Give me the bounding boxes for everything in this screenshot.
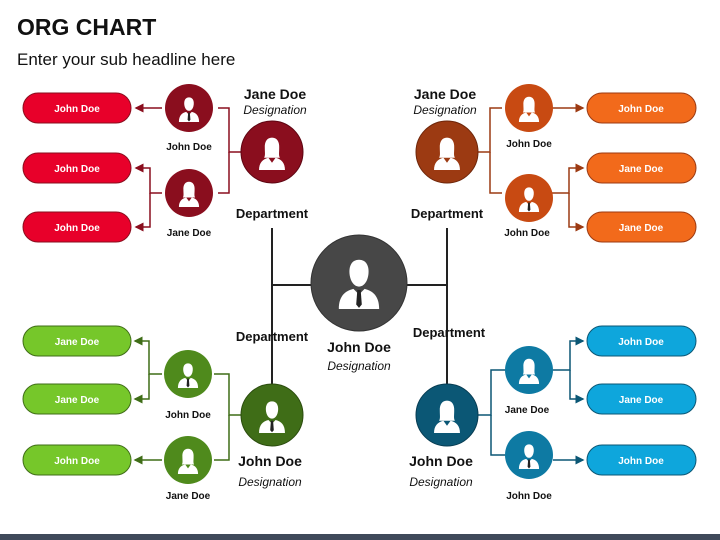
sub-name: Jane Doe	[167, 228, 212, 239]
pill-bottom-right-1	[586, 325, 697, 357]
manager-name: Jane Doe	[244, 86, 306, 102]
pill-label: Jane Doe	[619, 164, 664, 175]
manager-name: John Doe	[409, 453, 473, 469]
pill-label: John Doe	[618, 337, 664, 348]
page-title: ORG CHART	[17, 14, 157, 40]
manager-name: John Doe	[238, 453, 302, 469]
center-designation: Designation	[327, 359, 391, 373]
pill-top-left-2	[22, 152, 132, 184]
pill-label: John Doe	[54, 104, 100, 115]
pill-top-right-3	[586, 211, 697, 243]
sub-name: John Doe	[165, 410, 211, 421]
sub-name: Jane Doe	[505, 405, 550, 416]
pill-top-right-2	[586, 152, 697, 184]
pill-bottom-left-3	[22, 444, 132, 476]
sub-name: John Doe	[506, 491, 552, 502]
sub-name: Jane Doe	[166, 491, 211, 502]
bottom-bar	[0, 534, 720, 540]
manager-name: Jane Doe	[414, 86, 476, 102]
sub-name: John Doe	[504, 228, 550, 239]
department-label: Department	[411, 206, 484, 221]
pill-bottom-right-2	[586, 383, 697, 415]
group-top-left: John Doe John Doe John Doe John Doe Jane…	[22, 84, 309, 243]
department-label: Department	[236, 329, 309, 344]
pill-bottom-right-3	[586, 444, 697, 476]
pill-label: John Doe	[618, 456, 664, 467]
department-label: Department	[236, 206, 309, 221]
group-bottom-right: John Doe Jane Doe John Doe Jane Doe John…	[409, 325, 697, 502]
pill-label: Jane Doe	[55, 395, 100, 406]
pill-label: John Doe	[54, 456, 100, 467]
pill-top-left-3	[22, 211, 132, 243]
pill-top-left-1	[22, 92, 132, 124]
manager-designation: Designation	[243, 103, 307, 117]
department-label: Department	[413, 325, 486, 340]
pill-top-right-1	[586, 92, 697, 124]
center-node: John Doe Designation	[310, 234, 408, 373]
pill-label: Jane Doe	[619, 395, 664, 406]
pill-bottom-left-1	[22, 325, 132, 357]
page-subtitle: Enter your sub headline here	[17, 50, 236, 69]
pill-label: John Doe	[54, 164, 100, 175]
manager-designation: Designation	[238, 475, 302, 489]
group-top-right: John Doe Jane Doe Jane Doe John Doe John…	[411, 84, 697, 243]
pill-label: Jane Doe	[55, 337, 100, 348]
pill-label: John Doe	[54, 223, 100, 234]
manager-designation: Designation	[409, 475, 473, 489]
center-name: John Doe	[327, 339, 391, 355]
pill-label: Jane Doe	[619, 223, 664, 234]
sub-name: John Doe	[506, 139, 552, 150]
manager-designation: Designation	[413, 103, 477, 117]
group-bottom-left: Jane Doe Jane Doe John Doe John Doe Jane…	[22, 325, 309, 502]
pill-bottom-left-2	[22, 383, 132, 415]
sub-name: John Doe	[166, 142, 212, 153]
pill-label: John Doe	[618, 104, 664, 115]
